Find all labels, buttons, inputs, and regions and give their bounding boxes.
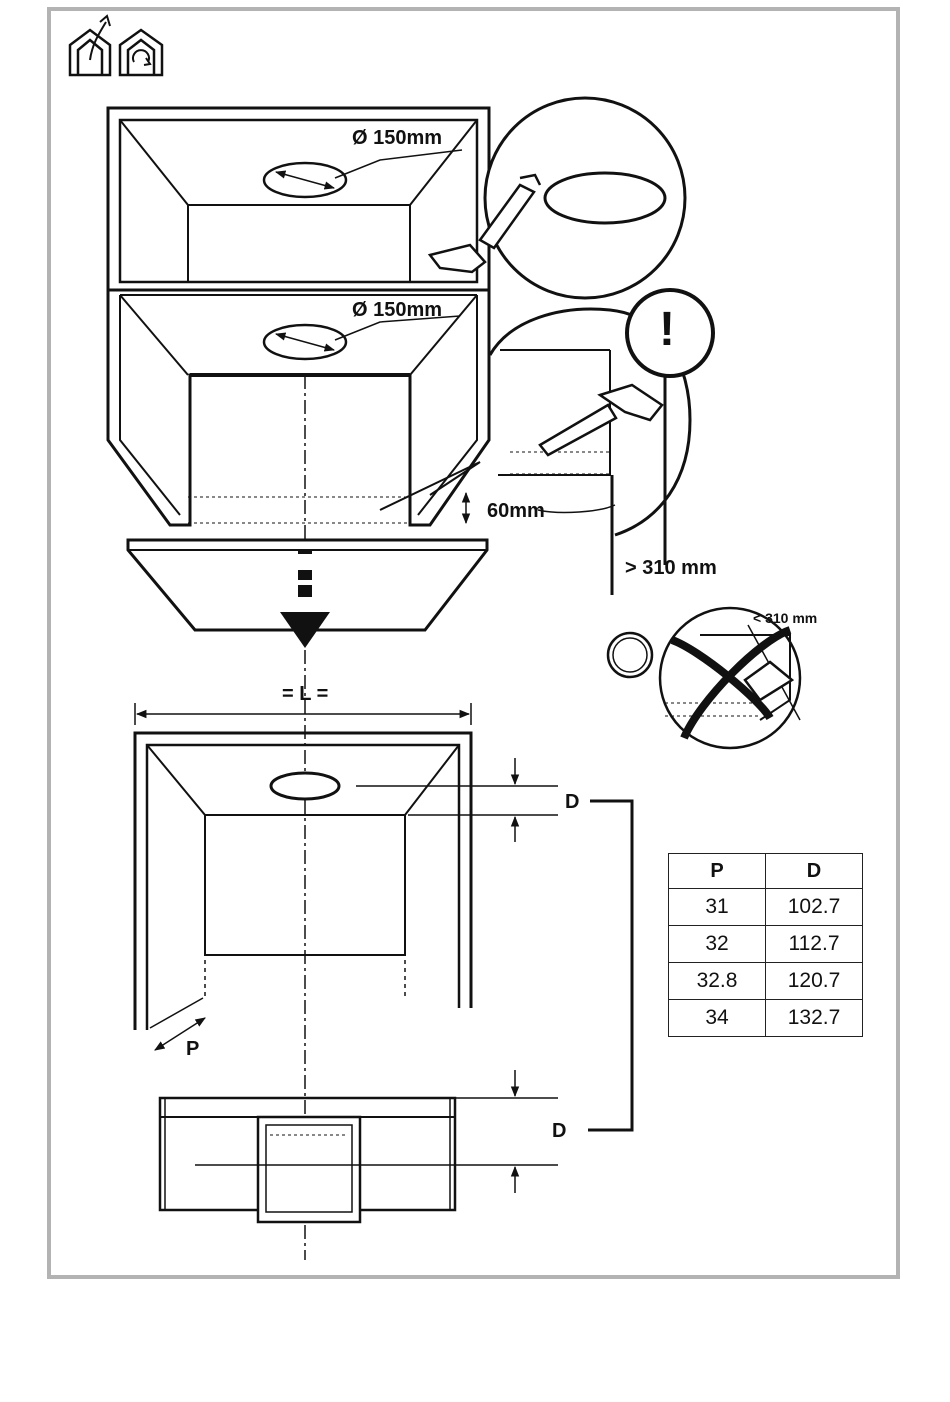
width-dimension (135, 703, 471, 725)
table-header-d: D (766, 854, 863, 889)
width-label: = L = (282, 684, 328, 704)
table-row: 32.8 120.7 (669, 963, 863, 1000)
table-header-p: P (669, 854, 766, 889)
warning-exclamation: ! (659, 306, 675, 354)
table-row: 32 112.7 (669, 926, 863, 963)
table-cell-p: 31 (669, 889, 766, 926)
recirculation-icon (120, 30, 162, 75)
lower-cabinet (135, 733, 471, 1030)
table-cell-d: 120.7 (766, 963, 863, 1000)
dimension-d-top-label: D (565, 792, 579, 812)
d-dimension-bottom (195, 1070, 558, 1193)
table-cell-d: 132.7 (766, 1000, 863, 1037)
not-allowed-clearance-label: < 310 mm (753, 611, 817, 625)
table-header-row: P D (669, 854, 863, 889)
cut-guide (188, 497, 410, 523)
table-row: 31 102.7 (669, 889, 863, 926)
p-d-table: P D 31 102.7 32 112.7 32.8 120.7 34 132.… (668, 853, 863, 1037)
cut-holes (264, 163, 346, 359)
d-dimension-top (356, 758, 632, 1130)
table-cell-d: 102.7 (766, 889, 863, 926)
saw-icon-middle (540, 385, 662, 455)
dimension-d-bottom-label: D (552, 1121, 566, 1141)
diameter-label-middle: Ø 150mm (352, 300, 442, 320)
diameter-label-top: Ø 150mm (352, 128, 442, 148)
cut-depth-label: 60mm (487, 501, 545, 521)
ducted-extraction-icon (70, 16, 110, 75)
table-cell-p: 34 (669, 1000, 766, 1037)
min-clearance-label: > 310 mm (625, 558, 717, 578)
table-cell-d: 112.7 (766, 926, 863, 963)
dimension-p-label: P (186, 1039, 199, 1059)
hood-side-view (160, 1098, 455, 1222)
table-cell-p: 32.8 (669, 963, 766, 1000)
not-allowed-detail (608, 608, 800, 748)
table-row: 34 132.7 (669, 1000, 863, 1037)
table-cell-p: 32 (669, 926, 766, 963)
